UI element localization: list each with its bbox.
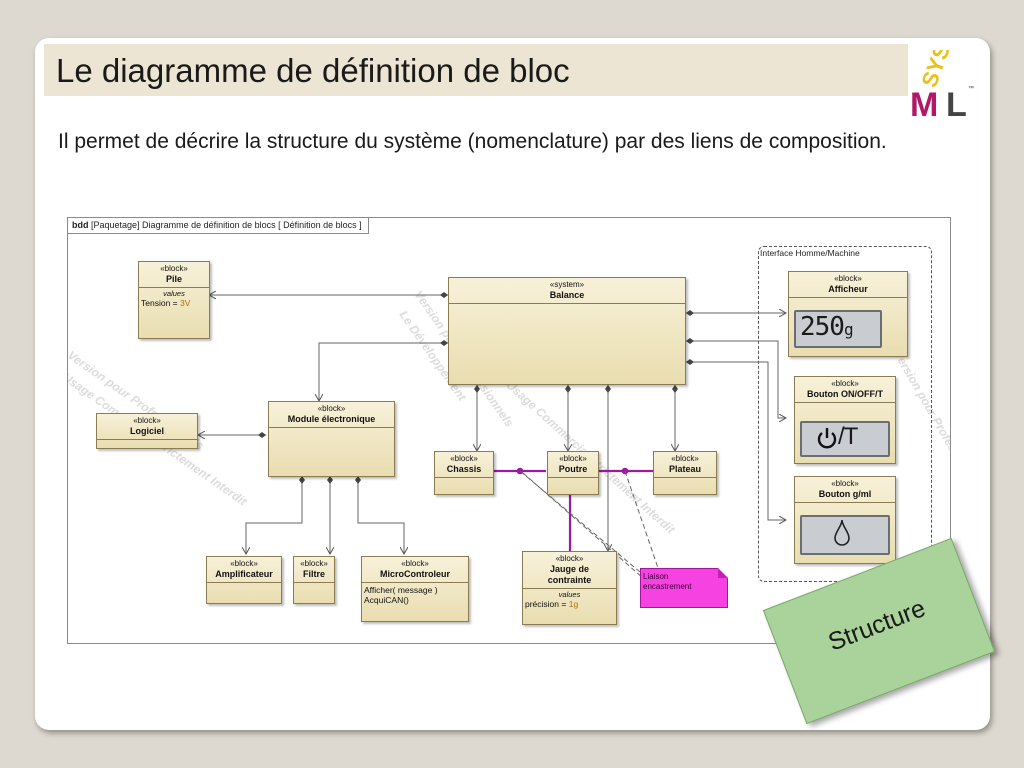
afficheur-lcd-value: 250 — [800, 312, 845, 342]
frame-kind: bdd — [72, 220, 89, 230]
filtre-name: Filtre — [302, 569, 325, 579]
slide-title: Le diagramme de définition de bloc — [56, 52, 570, 89]
block-poutre: «block»Poutre — [547, 451, 599, 495]
block-amplificateur: «block»Amplificateur — [206, 556, 282, 604]
note-anchor-1 — [519, 470, 641, 573]
microcontroleur-name: MicroControleur — [379, 569, 450, 579]
afficheur-stereotype: «block» — [834, 274, 862, 283]
bouton-onoff-text: /T — [838, 423, 858, 450]
note-line-2: encastrement — [643, 582, 692, 591]
frame-tab: bdd [Paquetage] Diagramme de définition … — [68, 218, 369, 234]
bouton-onoff-face — [800, 421, 890, 457]
svg-text:L: L — [946, 86, 967, 120]
microcontroleur-op-2: AcquiCAN() — [364, 595, 409, 605]
bouton-onoff-name: Bouton ON/OFF/T — [807, 389, 883, 399]
link-module-amplificateur — [246, 476, 302, 554]
drop-icon — [834, 519, 850, 546]
block-chassis: «block»Chassis — [434, 451, 494, 495]
block-balance: «system»Balance — [448, 277, 686, 385]
microcontroleur-stereotype: «block» — [401, 559, 429, 568]
jauge-values-title: values — [558, 590, 581, 599]
link-balance-module — [319, 343, 448, 401]
amplificateur-stereotype: «block» — [230, 559, 258, 568]
bdd-diagram: bdd [Paquetage] Diagramme de définition … — [67, 217, 951, 644]
note-liaison-encastrement: Liaison encastrement — [640, 568, 728, 608]
sysml-logo: SYS M L ™ — [910, 50, 974, 120]
link-module-microcontroleur — [358, 476, 404, 554]
jauge-name-2: contrainte — [547, 575, 592, 585]
jauge-value: précision = 1g — [525, 599, 579, 609]
svg-text:SYS: SYS — [916, 50, 955, 90]
block-logiciel: «block»Logiciel — [96, 413, 198, 449]
bouton-onoff-stereotype: «block» — [831, 379, 859, 388]
chassis-name: Chassis — [446, 464, 482, 474]
note-anchor-2 — [624, 470, 659, 569]
amplificateur-name: Amplificateur — [215, 569, 273, 579]
note-line-1: Liaison — [643, 572, 669, 581]
bouton-gml-name: Bouton g/ml — [818, 489, 872, 499]
microcontroleur-op-1: Afficher( message ) — [364, 585, 438, 595]
logiciel-name: Logiciel — [129, 426, 164, 436]
logiciel-stereotype: «block» — [133, 416, 161, 425]
link-balance-bouton-onoff — [686, 341, 786, 418]
filtre-stereotype: «block» — [300, 559, 328, 568]
pile-values-title: values — [163, 289, 185, 298]
afficheur-name: Afficheur — [828, 284, 868, 294]
svg-text:™: ™ — [968, 85, 974, 92]
note-anchor-3 — [522, 472, 644, 579]
pile-stereotype: «block» — [160, 264, 188, 273]
power-icon — [817, 428, 837, 449]
pile-name: Pile — [165, 274, 182, 284]
link-balance-bouton-gml — [686, 362, 786, 520]
plateau-stereotype: «block» — [671, 454, 699, 463]
poutre-name: Poutre — [558, 464, 588, 474]
ihm-group-label: Interface Homme/Machine — [760, 248, 860, 258]
module-name: Module électronique — [287, 414, 376, 424]
afficheur-lcd-text: 250g — [800, 312, 854, 345]
poutre-stereotype: «block» — [559, 454, 587, 463]
balance-stereotype: «system» — [549, 280, 585, 289]
intro-text: Il permet de décrire la structure du sys… — [58, 130, 887, 153]
frame-label: [Paquetage] Diagramme de définition de b… — [91, 220, 362, 230]
bouton-gml-face — [800, 515, 890, 555]
block-plateau: «block»Plateau — [653, 451, 717, 495]
chassis-stereotype: «block» — [450, 454, 478, 463]
pile-value: Tension = 3V — [141, 298, 191, 308]
block-filtre: «block»Filtre — [293, 556, 335, 604]
bouton-gml-stereotype: «block» — [831, 479, 859, 488]
block-module-electronique: «block»Module électronique — [268, 401, 395, 477]
balance-name: Balance — [549, 290, 585, 300]
jauge-stereotype: «block» — [555, 554, 584, 563]
connectors — [68, 218, 950, 579]
block-microcontroleur: «block»MicroControleur Afficher( message… — [361, 556, 469, 622]
svg-text:M: M — [910, 86, 938, 120]
module-stereotype: «block» — [317, 404, 346, 413]
afficheur-lcd — [794, 310, 882, 348]
title-bar — [44, 44, 908, 96]
afficheur-lcd-unit: g — [843, 320, 854, 339]
jauge-name-1: Jauge de — [549, 564, 589, 574]
block-pile: «block»Pile values Tension = 3V — [138, 261, 210, 339]
plateau-name: Plateau — [668, 464, 701, 474]
